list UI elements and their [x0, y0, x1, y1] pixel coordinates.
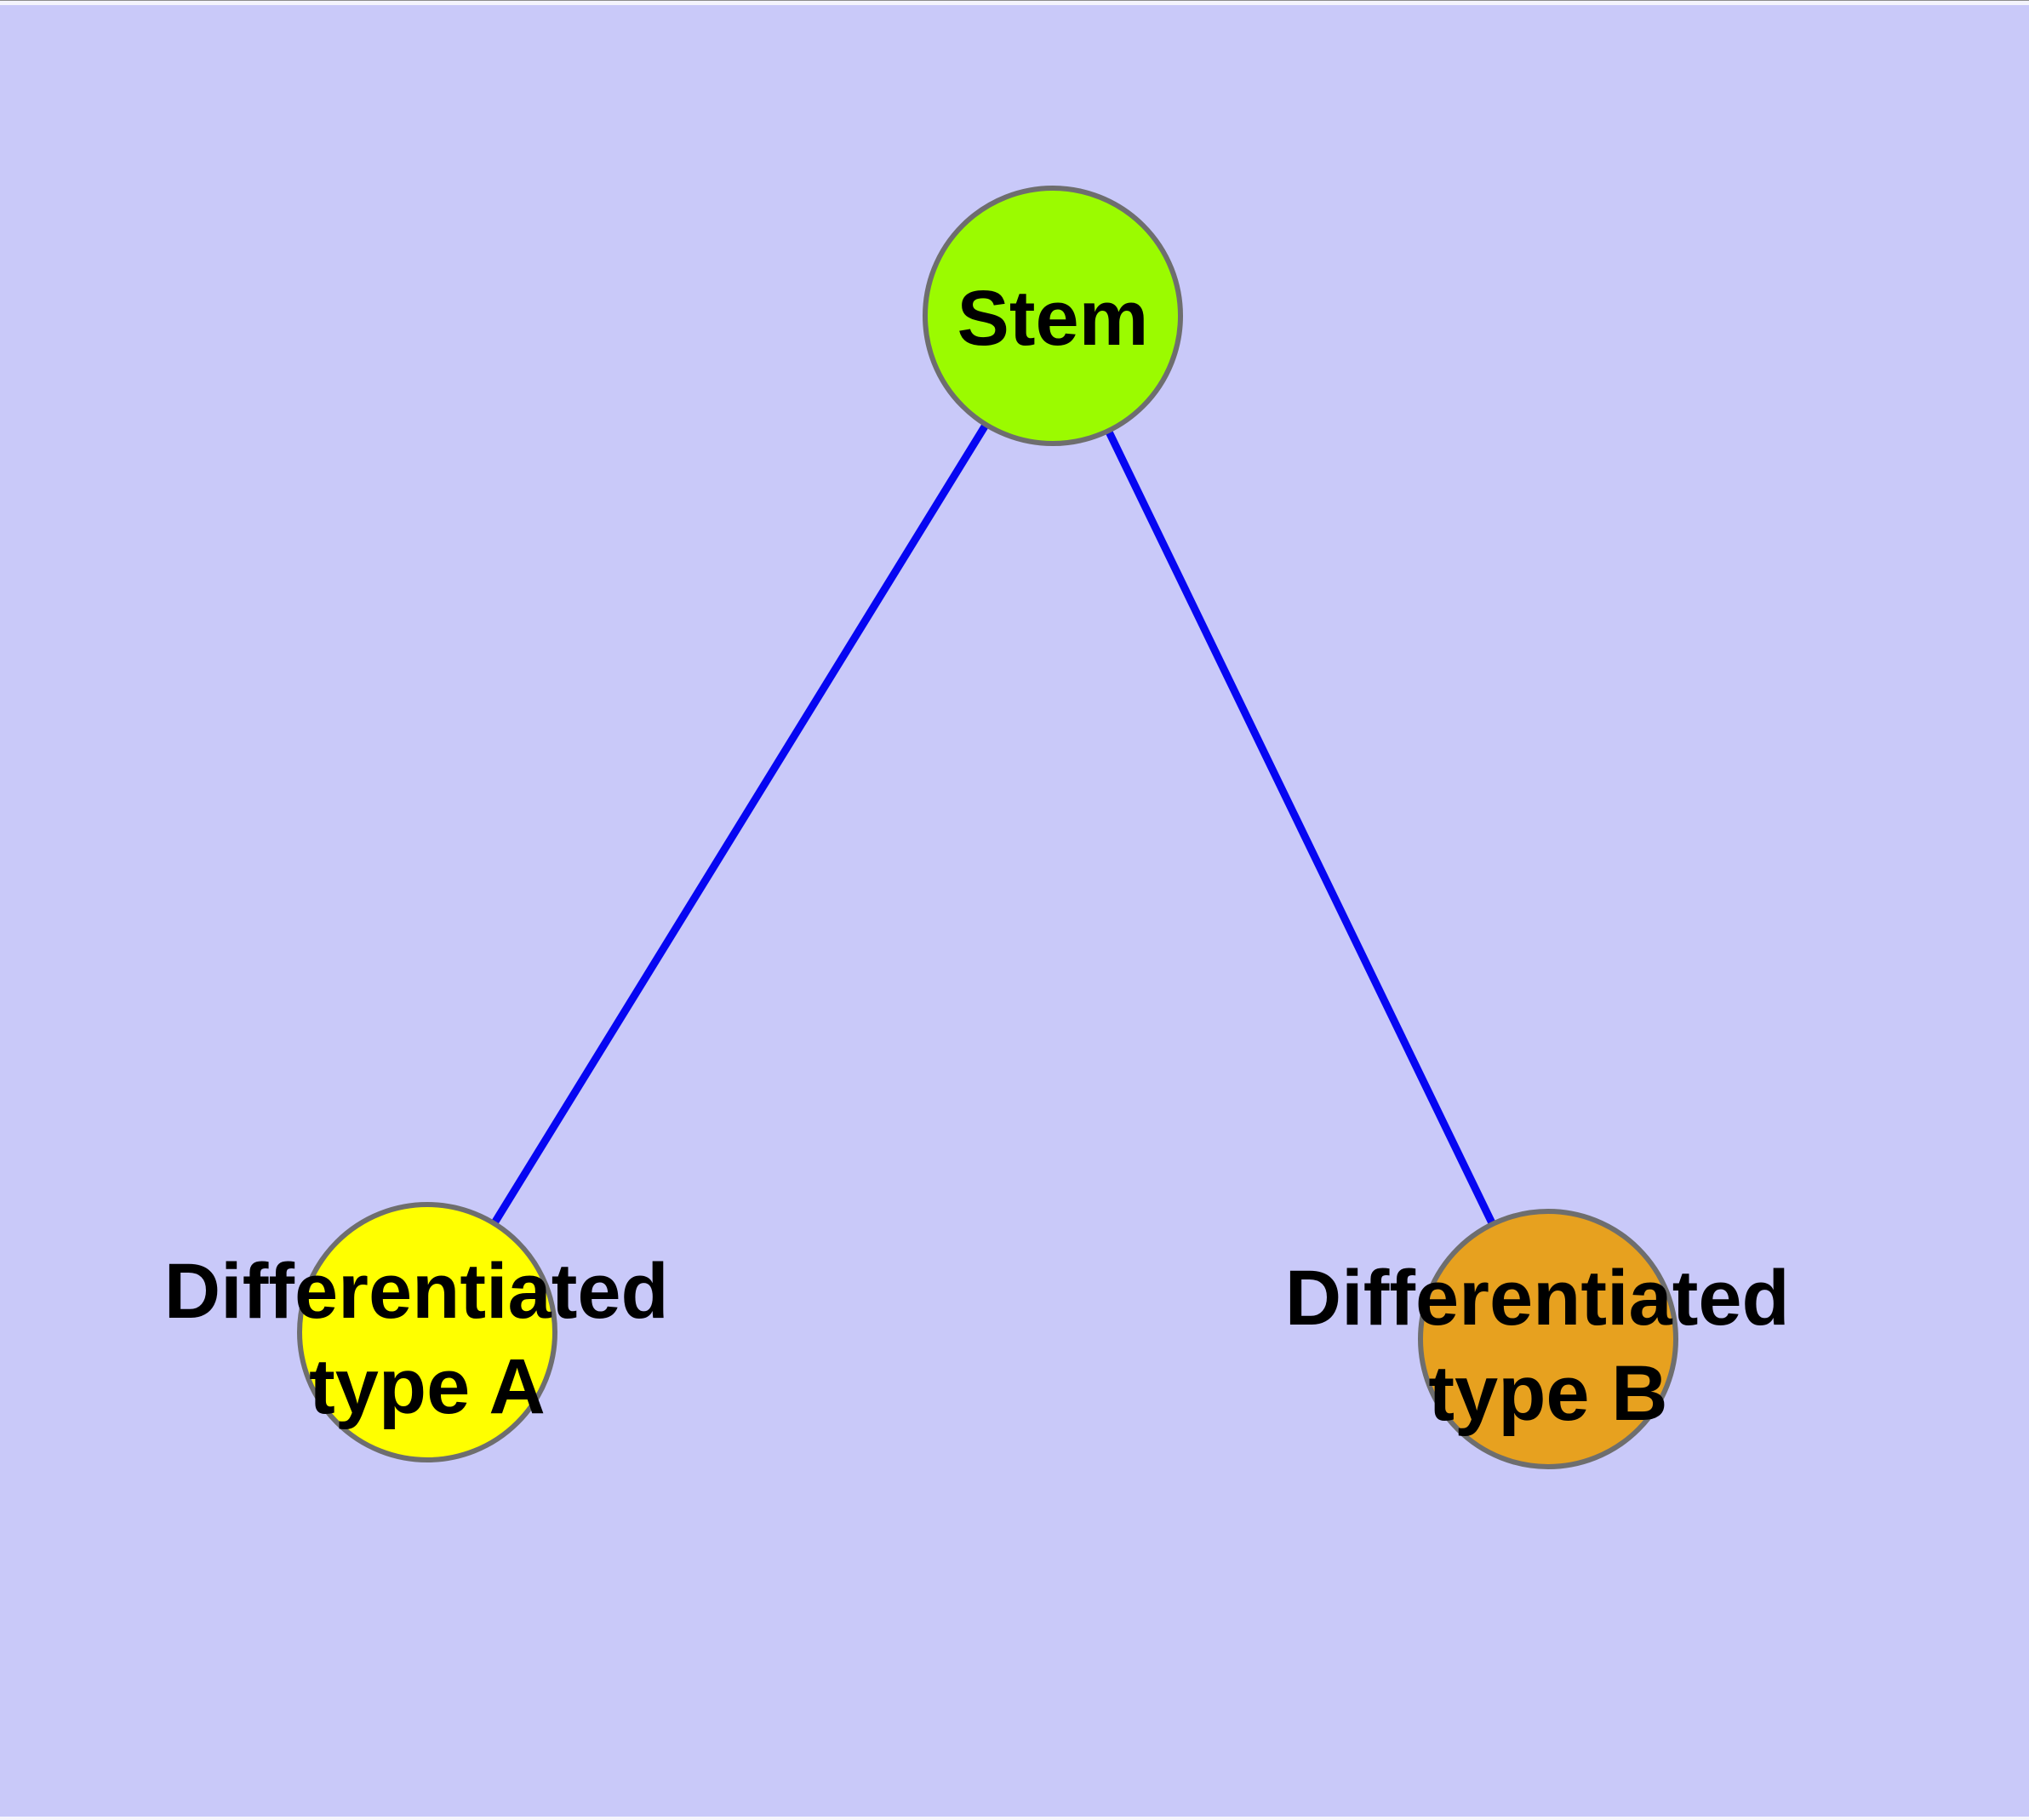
node-type-b-label-line1: Differentiated	[1285, 1255, 1790, 1342]
node-stem-circle	[923, 186, 1183, 446]
node-type-b-label: Differentiated type B	[1285, 1255, 1812, 1437]
node-type-a-label-line1: Differentiated	[164, 1248, 669, 1335]
window-edge-bottom	[0, 1817, 2029, 1820]
node-type-b-circle	[1418, 1209, 1678, 1469]
node-stem-label: Stem	[957, 275, 1149, 362]
node-type-b-label-line2: type B	[1428, 1350, 1667, 1437]
window-edge-top	[0, 0, 2029, 5]
edge-stem-to-type-a	[424, 313, 1056, 1335]
edge-stem-to-type-b	[1049, 314, 1552, 1341]
node-type-a-circle	[297, 1202, 557, 1462]
node-type-a-label: Differentiated type A	[164, 1248, 691, 1430]
node-type-a-label-line2: type A	[309, 1343, 546, 1430]
